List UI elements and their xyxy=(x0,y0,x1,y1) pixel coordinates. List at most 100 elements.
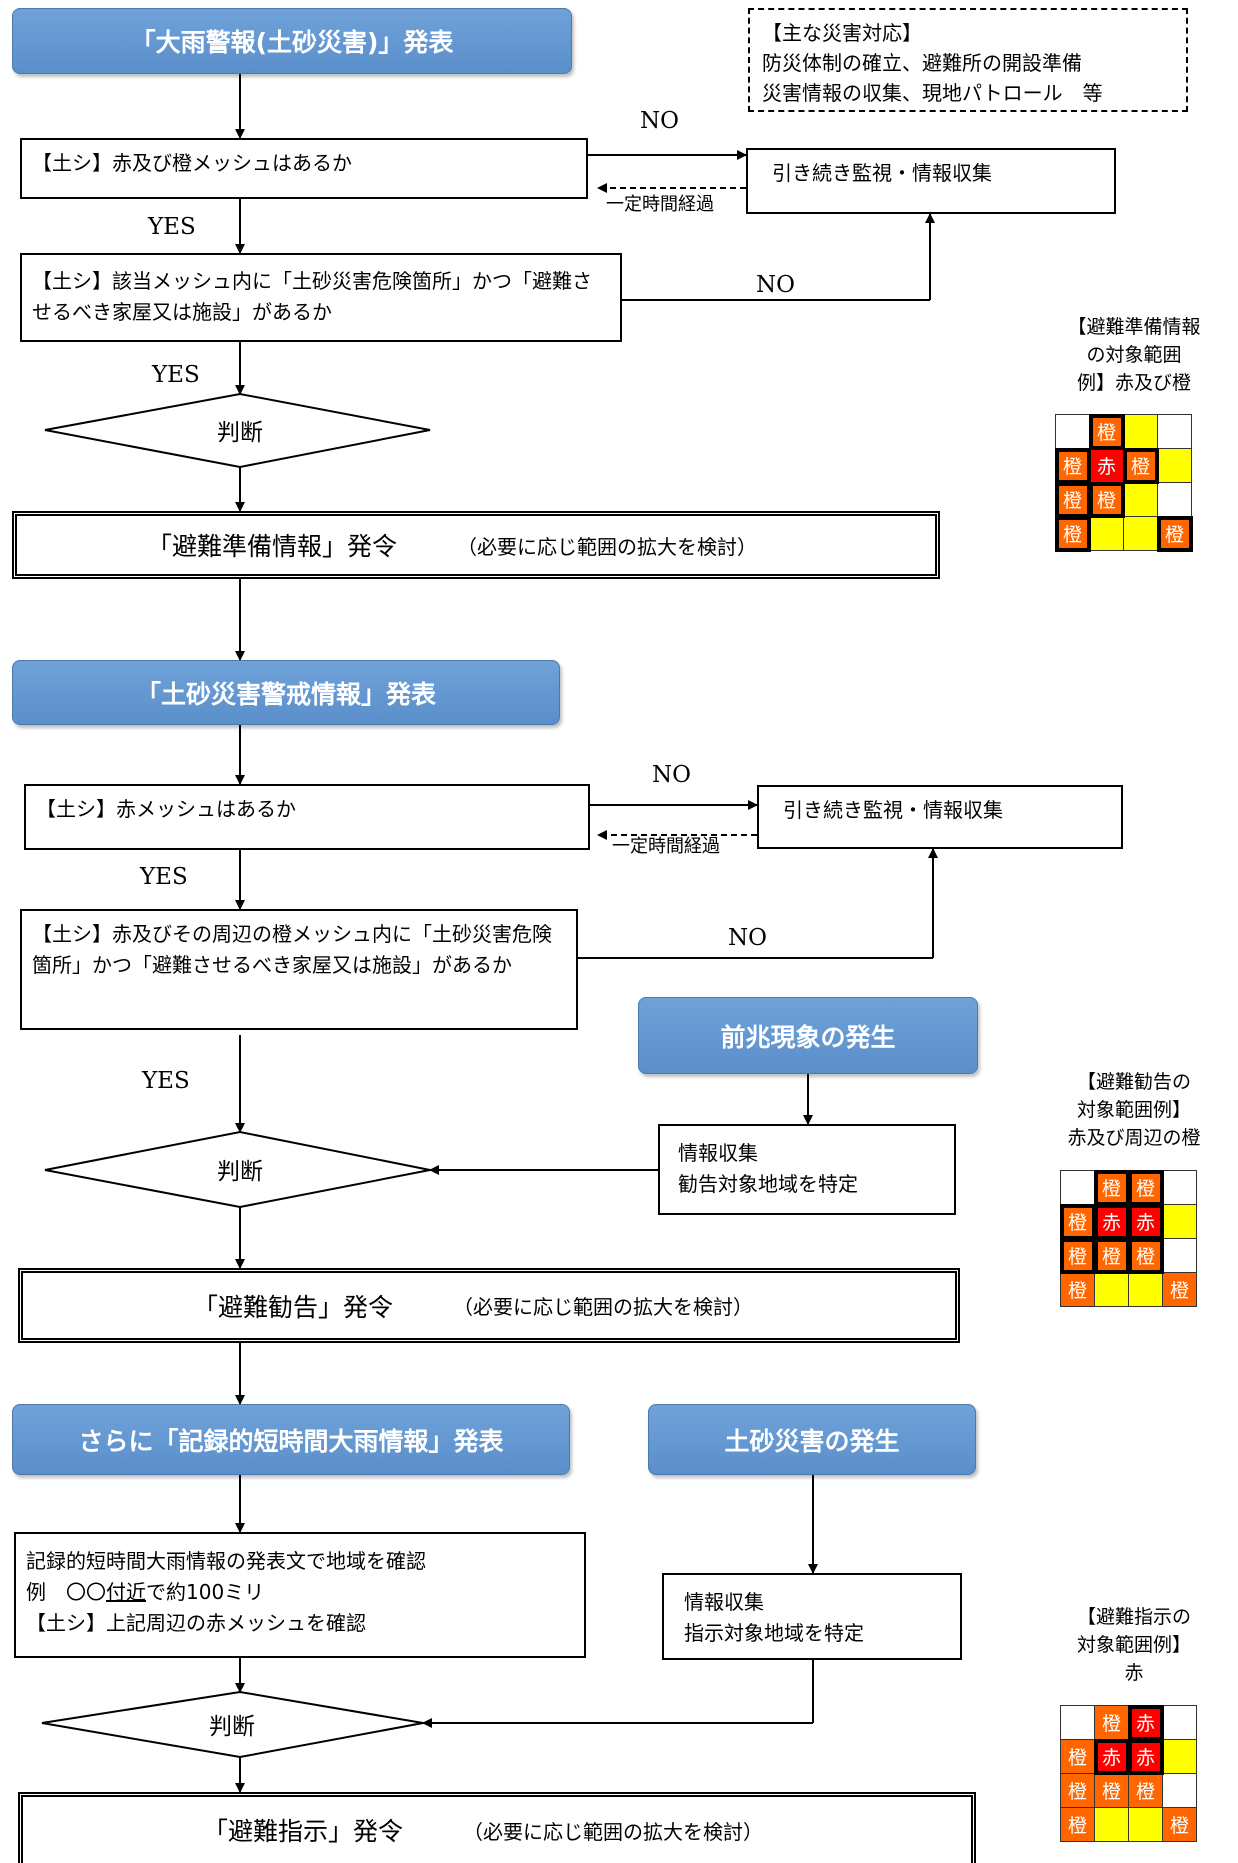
mesh-cell-orange: 橙 xyxy=(1060,1773,1095,1808)
decision-diamond-1 xyxy=(44,392,431,469)
legend-order-line-2: 対象範囲例】 xyxy=(1076,1634,1191,1656)
mesh-cell-red: 赤 xyxy=(1089,448,1124,483)
record-area-example-suffix: で約100ミリ xyxy=(146,1580,265,1604)
main-response-line-2: 災害情報の収集、現地パトロール 等 xyxy=(762,81,1103,105)
mesh-cell-orange: 橙 xyxy=(1128,1773,1163,1808)
landslide-occurrence-header: 土砂災害の発生 xyxy=(648,1404,976,1475)
record-area-check-box: 記録的短時間大雨情報の発表文で地域を確認 例 〇〇付近で約100ミリ 【土シ】上… xyxy=(14,1532,586,1658)
yes-label-3: YES xyxy=(140,864,188,890)
mesh-cell-red: 赤 xyxy=(1127,1704,1164,1741)
monitor-box-2: 引き続き監視・情報収集 xyxy=(757,785,1123,849)
question-surrounding-danger-area: 【土シ】赤及びその周辺の橙メッシュ内に「土砂災害危険箇所」かつ「避難させるべき家… xyxy=(20,909,578,1030)
no-label-3: NO xyxy=(652,762,691,788)
evacuation-prep-order-box: 「避難準備情報」発令 （必要に応じ範囲の拡大を検討） xyxy=(12,511,940,579)
legend-advisory-line-1: 【避難勧告の xyxy=(1076,1071,1191,1093)
question-red-mesh-text: 【土シ】赤メッシュはあるか xyxy=(36,797,296,821)
mesh-cell-orange: 橙 xyxy=(1054,481,1091,518)
mesh-cell-orange: 橙 xyxy=(1054,447,1091,484)
mesh-cell-orange: 橙 xyxy=(1122,447,1159,484)
evacuation-advisory-order-box: 「避難勧告」発令 （必要に応じ範囲の拡大を検討） xyxy=(18,1268,960,1343)
mesh-cell-orange: 橙 xyxy=(1162,1272,1197,1307)
mesh-cell-orange: 橙 xyxy=(1094,1773,1129,1808)
mesh-cell-orange: 橙 xyxy=(1059,1237,1096,1274)
elapsed-label-2: 一定時間経過 xyxy=(612,836,720,857)
info-collection-box-2: 情報収集 指示対象地域を特定 xyxy=(662,1573,962,1660)
precursor-phenomenon-title: 前兆現象の発生 xyxy=(720,1022,896,1052)
mesh-cell-orange: 橙 xyxy=(1156,515,1193,552)
question-surrounding-danger-area-text: 【土シ】赤及びその周辺の橙メッシュ内に「土砂災害危険箇所」かつ「避難させるべき家… xyxy=(32,922,552,977)
mesh-cell-orange: 橙 xyxy=(1088,413,1125,450)
decision-diamond-3 xyxy=(41,1690,424,1759)
question-red-orange-mesh: 【土シ】赤及び橙メッシュはあるか xyxy=(20,138,588,199)
legend-advisory-range: 【避難勧告の 対象範囲例】 赤及び周辺の橙 xyxy=(1030,1068,1238,1152)
record-area-check-line-3: 【土シ】上記周辺の赤メッシュを確認 xyxy=(26,1611,366,1635)
mesh-cell-orange: 橙 xyxy=(1093,1169,1130,1206)
record-area-check-line-2: 例 〇〇付近で約100ミリ xyxy=(26,1577,574,1608)
landslide-warning-title: 「土砂災害警戒情報」発表 xyxy=(135,679,436,709)
legend-advisory-line-3: 赤及び周辺の橙 xyxy=(1067,1127,1201,1149)
precursor-phenomenon-header: 前兆現象の発生 xyxy=(638,997,978,1074)
record-area-check-line-1: 記録的短時間大雨情報の発表文で地域を確認 xyxy=(26,1549,426,1573)
question-red-orange-mesh-text: 【土シ】赤及び橙メッシュはあるか xyxy=(32,151,352,175)
evacuation-prep-order-title: 「避難準備情報」発令 xyxy=(147,532,398,561)
evacuation-order-box: 「避難指示」発令 （必要に応じ範囲の拡大を検討） xyxy=(18,1792,976,1863)
monitor-box-1: 引き続き監視・情報収集 xyxy=(746,148,1116,214)
legend-prep-line-2: の対象範囲 xyxy=(1086,344,1182,366)
heavy-rain-warning-header: 「大雨警報(土砂災害)」発表 xyxy=(12,8,572,74)
evacuation-order-note: （必要に応じ範囲の拡大を検討） xyxy=(463,1819,764,1844)
landslide-warning-header: 「土砂災害警戒情報」発表 xyxy=(12,660,560,725)
record-rain-info-header: さらに「記録的短時間大雨情報」発表 xyxy=(12,1404,570,1475)
legend-order-line-1: 【避難指示の xyxy=(1076,1606,1191,1628)
heavy-rain-warning-title: 「大雨警報(土砂災害)」発表 xyxy=(130,28,454,57)
mesh-cell-orange: 橙 xyxy=(1162,1807,1197,1842)
question-danger-area-text: 【土シ】該当メッシュ内に「土砂災害危険箇所」かつ「避難させるべき家屋又は施設」が… xyxy=(32,269,592,324)
mesh-cell-orange: 橙 xyxy=(1060,1272,1095,1307)
mesh-cell-red: 赤 xyxy=(1127,1203,1164,1240)
decision-diamond-2 xyxy=(44,1130,431,1209)
yes-label-4: YES xyxy=(142,1068,190,1094)
elapsed-label-1: 一定時間経過 xyxy=(606,194,714,215)
mesh-cell-orange: 橙 xyxy=(1054,515,1091,552)
legend-order-line-3: 赤 xyxy=(1124,1662,1144,1684)
mesh-cell-red: 赤 xyxy=(1093,1203,1130,1240)
mesh-cell-orange: 橙 xyxy=(1059,1203,1096,1240)
mesh-grid-prep: 橙 橙赤橙 橙橙 橙橙 xyxy=(1054,413,1193,552)
yes-label-1: YES xyxy=(148,214,196,240)
record-area-example-underlined: 付近 xyxy=(106,1580,146,1604)
info-collection-box-1: 情報収集 勧告対象地域を特定 xyxy=(658,1124,956,1215)
info-collection-box-2-line-2: 指示対象地域を特定 xyxy=(684,1621,864,1645)
decision-label-3: 判断 xyxy=(209,1714,255,1740)
legend-advisory-line-2: 対象範囲例】 xyxy=(1076,1099,1191,1121)
question-danger-area: 【土シ】該当メッシュ内に「土砂災害危険箇所」かつ「避難させるべき家屋又は施設」が… xyxy=(20,253,622,342)
mesh-cell-orange: 橙 xyxy=(1093,1237,1130,1274)
legend-order-range: 【避難指示の 対象範囲例】 赤 xyxy=(1030,1603,1238,1687)
info-collection-box-1-line-2: 勧告対象地域を特定 xyxy=(678,1172,858,1196)
evacuation-prep-order-note: （必要に応じ範囲の拡大を検討） xyxy=(457,534,758,559)
legend-prep-range: 【避難準備情報 の対象範囲 例】赤及び橙 xyxy=(1030,313,1238,397)
main-response-line-1: 防災体制の確立、避難所の開設準備 xyxy=(762,51,1082,75)
record-rain-info-title: さらに「記録的短時間大雨情報」発表 xyxy=(78,1426,504,1456)
no-label-1: NO xyxy=(640,108,679,134)
question-red-mesh: 【土シ】赤メッシュはあるか xyxy=(24,784,590,850)
monitor-box-1-text: 引き続き監視・情報収集 xyxy=(772,161,992,185)
evacuation-order-title: 「避難指示」発令 xyxy=(203,1817,404,1846)
decision-label-1: 判断 xyxy=(217,420,263,446)
legend-prep-line-1: 【避難準備情報 xyxy=(1067,316,1201,338)
info-collection-box-2-line-1: 情報収集 xyxy=(684,1590,764,1614)
mesh-cell-red: 赤 xyxy=(1127,1738,1164,1775)
no-label-4: NO xyxy=(728,925,767,951)
landslide-occurrence-title: 土砂災害の発生 xyxy=(724,1426,900,1456)
mesh-cell-orange: 橙 xyxy=(1088,481,1125,518)
mesh-cell-red: 赤 xyxy=(1093,1738,1130,1775)
monitor-box-2-text: 引き続き監視・情報収集 xyxy=(783,798,1003,822)
mesh-cell-orange: 橙 xyxy=(1127,1169,1164,1206)
mesh-grid-order: 橙赤 橙赤赤 橙橙橙 橙橙 xyxy=(1060,1704,1197,1842)
main-response-box: 【主な災害対応】 防災体制の確立、避難所の開設準備 災害情報の収集、現地パトロー… xyxy=(748,8,1188,112)
evacuation-advisory-order-title: 「避難勧告」発令 xyxy=(193,1292,394,1322)
no-label-2: NO xyxy=(756,272,795,298)
decision-label-2: 判断 xyxy=(217,1159,263,1185)
mesh-cell-orange: 橙 xyxy=(1127,1237,1164,1274)
main-response-title: 【主な災害対応】 xyxy=(762,21,922,45)
yes-label-2: YES xyxy=(152,362,200,388)
